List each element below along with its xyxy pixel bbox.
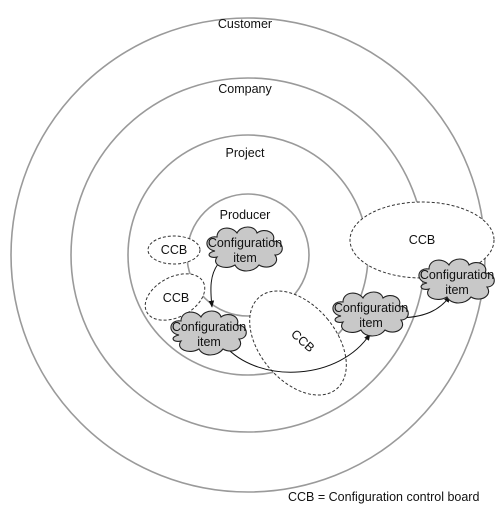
customer-label: Customer: [218, 17, 272, 31]
config-item-customer-line1: Configuration: [420, 268, 494, 282]
ccb-customer-label: CCB: [409, 233, 435, 247]
legend-footnote: CCB = Configuration control board: [288, 490, 480, 504]
config-item-producer-line1: Configuration: [208, 236, 282, 250]
config-item-customer-line2: item: [445, 283, 469, 297]
ccb-producer-label: CCB: [161, 243, 187, 257]
config-item-project-line1: Configuration: [172, 320, 246, 334]
producer-label: Producer: [220, 208, 271, 222]
config-item-company-line2: item: [359, 316, 383, 330]
project-label: Project: [226, 146, 265, 160]
config-item-project-line2: item: [197, 335, 221, 349]
arrow-project-to-company: [224, 333, 371, 373]
ccb-project-label: CCB: [163, 291, 189, 305]
ccb-producer: CCB: [147, 235, 201, 265]
ccb-project: CCB: [144, 273, 206, 321]
config-item-company: Configuration item: [332, 291, 409, 337]
company-label: Company: [218, 82, 272, 96]
arrow-producer-to-project: [208, 263, 219, 308]
config-item-customer: Configuration item: [418, 258, 495, 304]
ccb-company: CCB: [249, 290, 347, 396]
config-item-producer-line2: item: [233, 251, 257, 265]
config-item-producer: Configuration item: [206, 226, 283, 272]
config-item-company-line1: Configuration: [334, 301, 408, 315]
config-item-project: Configuration item: [170, 310, 247, 356]
